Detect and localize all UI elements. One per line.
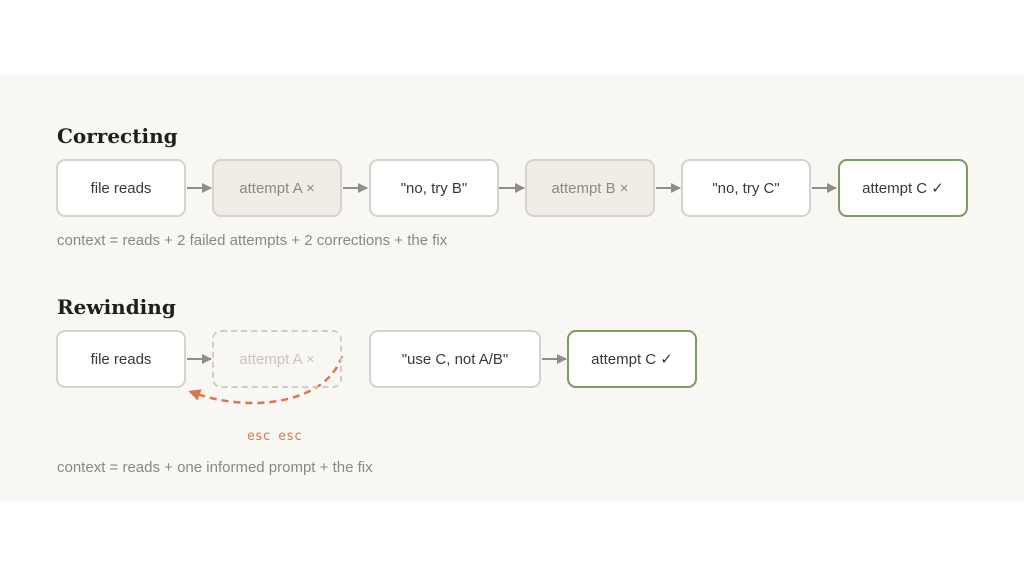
rewind-arrow: [188, 355, 344, 405]
rewinding-caption: context = reads + one informed prompt + …: [57, 459, 373, 476]
rewind-step-file-reads: file reads: [56, 330, 186, 388]
rewind-label: esc esc: [247, 429, 302, 444]
rewinding-title: Rewinding: [57, 295, 176, 319]
rewind-step-informed-prompt: "use C, not A/B": [369, 330, 541, 388]
rewind-step-attempt-c-success: attempt C ✓: [567, 330, 697, 388]
step-attempt-b-failed: attempt B ×: [525, 159, 655, 217]
step-file-reads: file reads: [56, 159, 186, 217]
step-attempt-a-failed: attempt A ×: [212, 159, 342, 217]
step-correction-try-b: "no, try B": [369, 159, 499, 217]
rewind-step-attempt-a-discarded: attempt A ×: [212, 330, 342, 388]
step-attempt-c-success: attempt C ✓: [838, 159, 968, 217]
step-correction-try-c: "no, try C": [681, 159, 811, 217]
correcting-title: Correcting: [57, 124, 178, 148]
correcting-caption: context = reads + 2 failed attempts + 2 …: [57, 232, 448, 249]
diagram-panel: [0, 75, 1024, 501]
